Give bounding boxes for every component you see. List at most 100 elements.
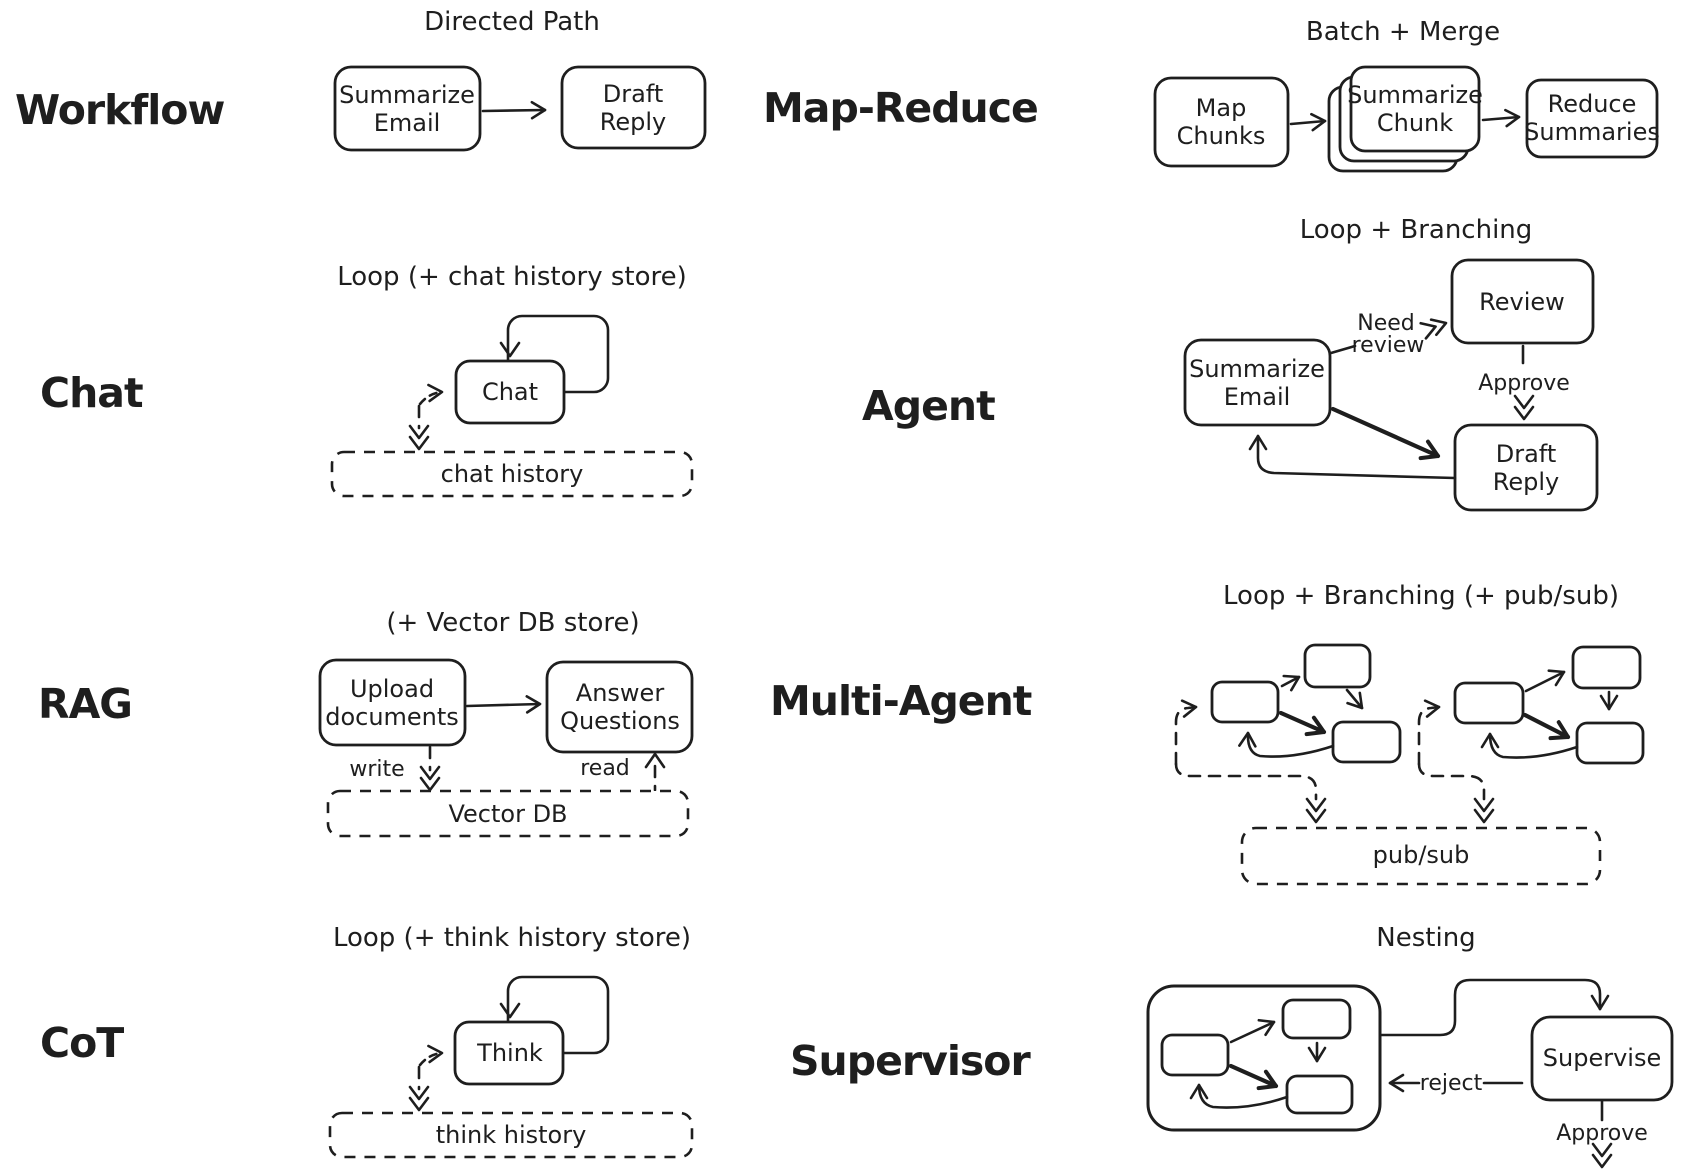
reduce-summaries-node (1525, 78, 1659, 159)
nested-loop-arrow (1189, 1083, 1289, 1109)
supervisor-section: Supervisor Nesting Supervise reject Appr… (790, 923, 1674, 1169)
agent-draft-reply-label-line2: Reply (1493, 468, 1559, 496)
summarize-chunk-node (1349, 65, 1481, 153)
agent-need-review-arrowhead-icon (1419, 314, 1450, 340)
map-chunks-label-line2: Chunks (1177, 122, 1266, 150)
cluster-pubsub-arrowhead-icon (1473, 797, 1495, 824)
supervisor-approve-edge: Approve (1556, 1099, 1648, 1169)
rag-upload-label-line1: Upload (350, 675, 434, 703)
cot-loop-arrowhead-icon (499, 1002, 521, 1019)
supervisor-reject-edge: reject (1388, 1071, 1524, 1096)
agent-draft-reply-label-line1: Draft (1496, 440, 1557, 468)
cot-section: CoT Loop (+ think history store) Think t… (40, 923, 694, 1159)
workflow-label: Workflow (15, 86, 224, 134)
multi-agent-cluster-left (1174, 643, 1402, 824)
cluster-pubsub-in-edge (1174, 699, 1198, 766)
workflow-summarize-email-label-line2: Email (374, 109, 441, 137)
rag-vector-db-store (326, 789, 690, 838)
chat-node-label: Chat (482, 378, 538, 406)
workflow-title: Directed Path (424, 7, 600, 37)
cot-title: Loop (+ think history store) (333, 923, 691, 953)
summarize-to-reduce-arrow (1481, 108, 1521, 128)
nested-node (1285, 1074, 1354, 1115)
supervisor-title: Nesting (1376, 923, 1475, 953)
supervisor-approve-label: Approve (1556, 1121, 1648, 1146)
agent-loop-back-arrow (1248, 434, 1457, 480)
chat-history-store (330, 450, 694, 498)
chat-history-store-label: chat history (441, 460, 584, 488)
cluster-pubsub-out-edge (1174, 762, 1318, 801)
cluster-node (1210, 680, 1280, 724)
rag-write-label: write (349, 757, 404, 782)
workflow-section: Workflow Directed Path Summarize Email D… (15, 7, 707, 152)
cluster-branch-arrow (1524, 669, 1566, 693)
nested-node (1160, 1033, 1230, 1077)
cluster-node (1331, 720, 1402, 764)
chat-title: Loop (+ chat history store) (337, 262, 687, 292)
cluster-pubsub-arrowhead-icon (1305, 797, 1327, 824)
workflow-summarize-email-label-line1: Summarize (339, 81, 475, 109)
map-chunks-label-line1: Map (1196, 94, 1247, 122)
workflow-arrow (481, 100, 547, 120)
supervisor-approve-arrowhead-icon (1591, 1142, 1613, 1169)
rag-answer-questions-node (545, 660, 694, 754)
agent-approve-label: Approve (1478, 371, 1570, 396)
supervisor-label: Supervisor (790, 1037, 1031, 1085)
nested-branch-arrow (1229, 1018, 1276, 1044)
agent-summarize-to-draft-arrow (1330, 406, 1441, 461)
rag-vector-db-label: Vector DB (448, 800, 567, 828)
chat-store-write-arrowhead-icon (408, 424, 430, 451)
cluster-loop-arrow (1480, 732, 1579, 759)
workflow-summarize-email-node (333, 65, 482, 152)
cluster-branch-arrow (1280, 674, 1301, 692)
workflow-draft-reply-label-line1: Draft (603, 80, 664, 108)
cluster-node (1575, 721, 1645, 765)
chat-loop-arrowhead-icon (499, 341, 521, 358)
cluster-node (1571, 645, 1642, 690)
agent-summarize-email-label-line1: Summarize (1189, 355, 1325, 383)
cluster-pubsub-in-edge (1417, 699, 1441, 766)
agent-review-label: Review (1479, 288, 1565, 316)
think-node (453, 1020, 565, 1086)
rag-upload-documents-node (318, 658, 467, 747)
nested-node (1281, 998, 1352, 1040)
cluster-direct-arrow (1278, 710, 1327, 737)
agent-summarize-email-label-line2: Email (1224, 383, 1291, 411)
chat-label: Chat (40, 369, 143, 417)
think-history-store (328, 1111, 694, 1159)
rag-answer-label-line2: Questions (560, 707, 680, 735)
rag-read-label: read (580, 756, 630, 781)
summarize-chunk-label-line2: Chunk (1377, 109, 1453, 137)
multi-agent-cluster-right (1417, 645, 1645, 824)
cluster-node (1453, 681, 1525, 725)
nested-direct-arrow (1228, 1063, 1279, 1091)
pub-sub-store (1240, 826, 1602, 886)
cluster-pubsub-out-edge (1417, 762, 1486, 801)
supervisor-reject-label: reject (1420, 1071, 1483, 1096)
pub-sub-label: pub/sub (1373, 841, 1470, 869)
agent-title: Loop + Branching (1300, 215, 1533, 245)
chat-node (454, 359, 566, 425)
cot-store-read-arrow (418, 1044, 444, 1067)
agent-summarize-email-node (1183, 338, 1332, 427)
map-reduce-section: Map-Reduce Batch + Merge Map Chunks Summ… (763, 17, 1660, 173)
rag-title: (+ Vector DB store) (386, 608, 639, 638)
think-history-store-label: think history (436, 1121, 587, 1149)
think-node-label: Think (476, 1039, 543, 1067)
chat-store-read-arrow (418, 383, 444, 406)
cluster-down-arrow (1345, 688, 1364, 710)
rag-answer-label-line1: Answer (576, 679, 665, 707)
summarize-chunk-label-line1: Summarize (1347, 81, 1483, 109)
cluster-direct-arrow (1522, 712, 1571, 741)
reduce-summaries-label-line1: Reduce (1548, 90, 1637, 118)
workflow-draft-reply-node (560, 65, 707, 150)
workflow-draft-reply-label-line2: Reply (600, 108, 666, 136)
agent-section: Agent Loop + Branching Review Summarize … (862, 215, 1599, 512)
agent-approve-arrowhead-icon (1513, 394, 1535, 421)
container-to-supervise-arrow (1378, 978, 1610, 1037)
reduce-summaries-label-line2: Summaries (1524, 118, 1660, 146)
rag-section: RAG (+ Vector DB store) Upload documents… (38, 608, 694, 838)
rag-label: RAG (38, 680, 132, 728)
multi-agent-label: Multi-Agent (770, 677, 1032, 725)
